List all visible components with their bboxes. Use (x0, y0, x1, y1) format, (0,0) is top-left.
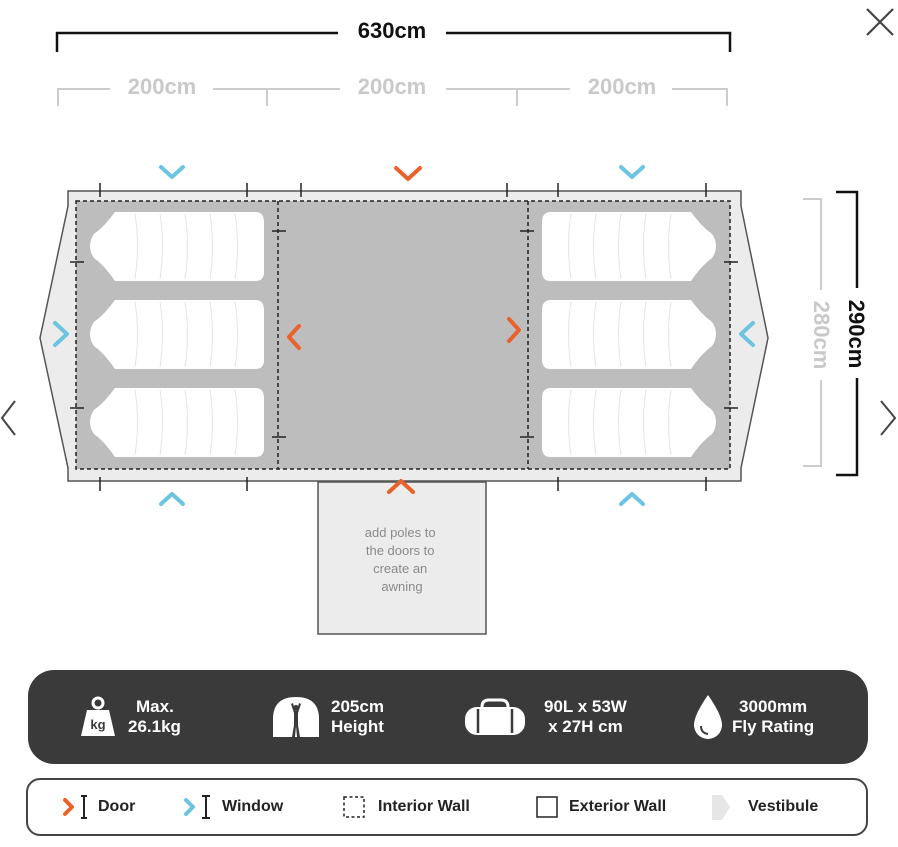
spec-weight-line2: 26.1kg (128, 717, 181, 736)
exterior-wall-icon (536, 796, 558, 818)
chevron-left-icon (0, 400, 16, 436)
chevron-right-icon (880, 400, 897, 436)
sleeping-bag (90, 388, 264, 457)
weight-icon-text: kg (90, 717, 105, 732)
legend-label-door: Door (98, 798, 136, 815)
previous-button[interactable] (0, 398, 20, 438)
window-marker (619, 492, 645, 506)
pole-markers (70, 183, 738, 491)
next-button[interactable] (876, 398, 898, 438)
section-3-width-label: 200cm (588, 74, 657, 99)
legend-label-vestibule: Vestibule (748, 798, 819, 815)
close-button[interactable] (860, 2, 898, 42)
legend-item-exterior-wall: Exterior Wall (535, 780, 666, 834)
sleeping-bags-left (90, 212, 264, 457)
legend-label-window: Window (222, 798, 284, 815)
spec-packed-size-line1: 90L x 53W (544, 697, 627, 716)
door-marker (387, 479, 415, 494)
legend-item-door: Door (62, 780, 135, 834)
spec-fly-rating-line2: Fly Rating (732, 717, 815, 736)
total-width-dimension: 290cm (836, 190, 869, 477)
interior-walls (75, 200, 731, 470)
legend-label-interior-wall: Interior Wall (378, 798, 470, 815)
section-1-width-label: 200cm (128, 74, 197, 99)
spec-weight: kg Max. 26.1kg (78, 670, 181, 764)
door-icon (63, 795, 87, 819)
sleeping-bag (542, 388, 716, 457)
specifications-bar: kg Max. 26.1kg 205cm Height 90L x 53W (28, 670, 868, 764)
water-drop-icon (694, 695, 722, 739)
window-marker (739, 321, 755, 347)
window-marker (159, 492, 185, 506)
inner-width-label: 280cm (809, 301, 834, 370)
spec-fly-rating-line1: 3000mm (739, 697, 808, 716)
awning-note: add poles to the doors to create an awni… (365, 525, 439, 594)
spec-packed-size-line2: x 27H cm (548, 717, 623, 736)
window-marker (159, 165, 185, 179)
legend-item-window: Window (182, 780, 283, 834)
window-icon (184, 795, 210, 819)
close-icon (866, 8, 894, 36)
spec-height-line2: Height (331, 717, 384, 736)
legend-label-exterior-wall: Exterior Wall (569, 798, 667, 815)
door-markers (287, 166, 521, 494)
spec-weight-line1: Max. (136, 697, 174, 716)
interior-wall-icon (343, 796, 365, 818)
door-marker (394, 166, 422, 181)
awning-area (317, 481, 487, 635)
door-marker (507, 317, 521, 343)
tent-floor-plan: 630cm 200cm 200cm 200cm 290cm 280cm add … (39, 18, 869, 635)
total-length-label: 630cm (358, 18, 427, 43)
sleeping-bag (542, 212, 716, 281)
window-marker (53, 321, 69, 347)
section-2-width-label: 200cm (358, 74, 427, 99)
sleeping-bag (90, 300, 264, 369)
sleeping-bag (90, 212, 264, 281)
legend-item-interior-wall: Interior Wall (342, 780, 470, 834)
total-width-label: 290cm (844, 300, 869, 369)
spec-height-line1: 205cm (331, 697, 384, 716)
vestibule-icon (712, 795, 730, 820)
legend: Door Window Interior Wall Exterior Wall … (26, 778, 868, 836)
section-width-dimensions (57, 88, 728, 106)
total-length-dimension: 630cm (55, 18, 732, 52)
window-marker (619, 165, 645, 179)
legend-item-vestibule: Vestibule (708, 780, 818, 834)
spec-fly-rating: 3000mm Fly Rating (692, 670, 814, 764)
sleeping-bag (542, 300, 716, 369)
spec-packed-size: 90L x 53W x 27H cm (462, 670, 627, 764)
sleeping-bags-right (542, 212, 716, 457)
inner-width-dimension: 280cm (803, 198, 834, 467)
window-markers (53, 165, 755, 506)
door-marker (287, 324, 301, 350)
spec-height: 205cm Height (271, 670, 384, 764)
weight-icon: kg (81, 696, 115, 736)
bag-icon (465, 698, 525, 735)
height-icon (273, 697, 319, 737)
